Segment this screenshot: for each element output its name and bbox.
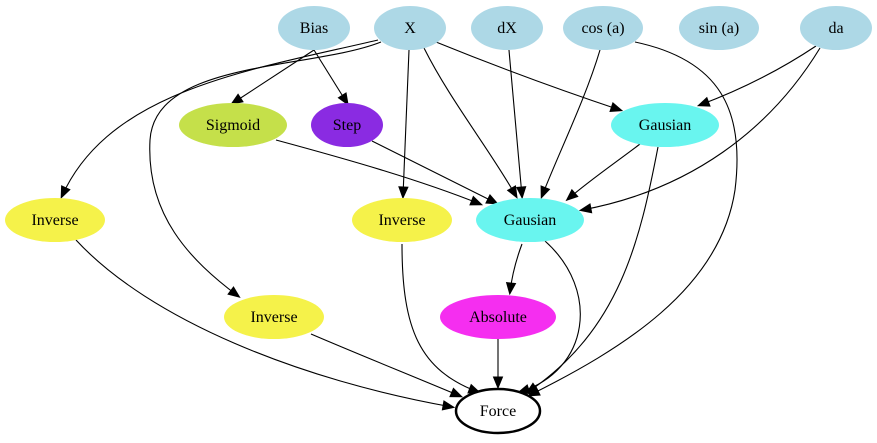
node-shape-dx xyxy=(471,6,543,50)
node-shape-inverse-low xyxy=(224,295,324,339)
node-shape-x xyxy=(374,6,446,50)
node-label-absolute: Absolute xyxy=(469,309,527,326)
arrowhead-cosa-to-gausian_main xyxy=(540,185,551,200)
node-x: X xyxy=(374,6,446,50)
edge-da-to-gausian_top xyxy=(699,45,817,106)
edge-gausian_top-to-gausian_main xyxy=(567,143,641,200)
node-label-sina: sin (a) xyxy=(699,20,739,37)
edge-gausian_main-to-force xyxy=(519,240,581,393)
arrowhead-absolute-to-force xyxy=(492,376,504,390)
node-label-x: X xyxy=(404,20,416,37)
node-gausian-top: Gausian xyxy=(611,103,719,147)
node-force: Force xyxy=(454,387,542,435)
edge-x-to-gausian_main xyxy=(423,47,517,197)
arrowhead-da-to-gausian_top xyxy=(696,96,711,107)
node-da: da xyxy=(800,6,872,50)
node-shape-step xyxy=(311,103,383,147)
node-shape-cosa xyxy=(563,6,643,50)
node-sigmoid: Sigmoid xyxy=(179,103,287,147)
arrowhead-gausian_top-to-gausian_main xyxy=(565,188,579,202)
node-label-dx: dX xyxy=(497,20,517,37)
edge-inverse_left-to-force xyxy=(75,239,453,408)
edge-x-to-inverse_left xyxy=(61,39,379,197)
edge-sigmoid-to-gausian_main xyxy=(275,139,481,205)
edge-cosa-to-force xyxy=(529,41,738,396)
arrowhead-x-to-gausian_main xyxy=(506,185,518,199)
arrowhead-da-to-gausian_main xyxy=(578,203,593,214)
node-label-gausian-top: Gausian xyxy=(639,117,691,134)
node-gausian-main: Gausian xyxy=(476,198,584,242)
node-label-gausian-main: Gausian xyxy=(504,212,556,229)
node-shape-sina xyxy=(679,6,759,50)
edge-bias-to-step xyxy=(313,49,348,104)
arrowhead-dx-to-gausian_main xyxy=(515,186,527,200)
node-shape-force xyxy=(454,387,542,435)
edge-x-to-gausian_top xyxy=(435,41,621,111)
edge-cosa-to-gausian_main xyxy=(541,49,601,197)
node-label-bias: Bias xyxy=(300,20,328,37)
node-shape-inverse-mid xyxy=(352,198,452,242)
edge-step-to-gausian_main xyxy=(371,140,497,204)
node-shape-bias xyxy=(278,6,350,50)
node-dx: dX xyxy=(471,6,543,50)
edges-layer xyxy=(60,39,821,411)
node-shape-sigmoid xyxy=(179,103,287,147)
node-label-cosa: cos (a) xyxy=(581,20,624,37)
node-inverse-mid: Inverse xyxy=(352,198,452,242)
node-label-inverse-left: Inverse xyxy=(31,212,78,229)
node-inverse-low: Inverse xyxy=(224,295,324,339)
arrowhead-step-to-gausian_main xyxy=(485,194,499,205)
arrowhead-x-to-inverse_mid xyxy=(398,186,409,200)
arrowhead-bias-to-sigmoid xyxy=(230,93,244,105)
node-bias: Bias xyxy=(278,6,350,50)
node-shape-inverse-left xyxy=(5,198,105,242)
edge-da-to-gausian_main xyxy=(581,47,821,211)
node-label-inverse-low: Inverse xyxy=(250,309,297,326)
edge-x-to-inverse_low xyxy=(149,41,382,297)
edge-inverse_low-to-force xyxy=(310,333,461,397)
arrowhead-inverse_left-to-force xyxy=(441,400,456,411)
node-shape-gausian-main xyxy=(476,198,584,242)
node-label-inverse-mid: Inverse xyxy=(378,212,425,229)
arrowhead-gausian_main-to-absolute xyxy=(505,281,517,296)
edge-bias-to-sigmoid xyxy=(232,49,315,104)
node-label-sigmoid: Sigmoid xyxy=(206,117,260,134)
edge-inverse_mid-to-force xyxy=(401,243,479,393)
node-cosa: cos (a) xyxy=(563,6,643,50)
arrowhead-x-to-inverse_low xyxy=(227,286,241,298)
arrowhead-bias-to-step xyxy=(337,92,349,106)
node-step: Step xyxy=(311,103,383,147)
node-absolute: Absolute xyxy=(440,295,556,339)
node-shape-da xyxy=(800,6,872,50)
arrowhead-x-to-gausian_top xyxy=(609,102,624,112)
node-shape-gausian-top xyxy=(611,103,719,147)
arrowhead-inverse_low-to-force xyxy=(449,387,464,398)
node-sina: sin (a) xyxy=(679,6,759,50)
node-label-step: Step xyxy=(333,117,361,134)
edge-x-to-inverse_mid xyxy=(402,49,410,197)
node-label-force: Force xyxy=(480,403,516,420)
arrowhead-x-to-inverse_left xyxy=(60,185,71,200)
edge-dx-to-gausian_main xyxy=(508,49,523,197)
node-label-da: da xyxy=(828,20,843,37)
node-shape-absolute xyxy=(440,295,556,339)
arrowhead-sigmoid-to-gausian_main xyxy=(469,195,484,206)
node-inverse-left: Inverse xyxy=(5,198,105,242)
